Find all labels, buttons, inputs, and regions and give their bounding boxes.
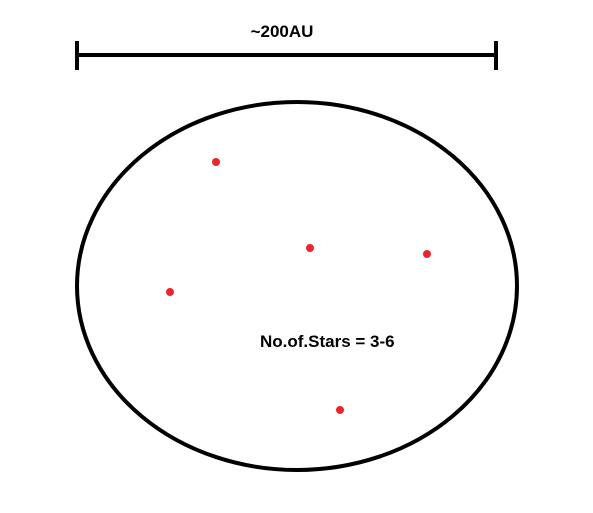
star <box>166 288 174 296</box>
cluster-boundary-ellipse <box>75 100 519 472</box>
star-count-label: No.of.Stars = 3-6 <box>260 332 395 351</box>
star <box>336 406 344 414</box>
scale-bar: ~200AU <box>75 22 498 70</box>
star <box>212 158 220 166</box>
star <box>423 250 431 258</box>
star <box>306 244 314 252</box>
stars-group <box>166 158 431 414</box>
scale-bar-label: ~200AU <box>251 22 314 41</box>
